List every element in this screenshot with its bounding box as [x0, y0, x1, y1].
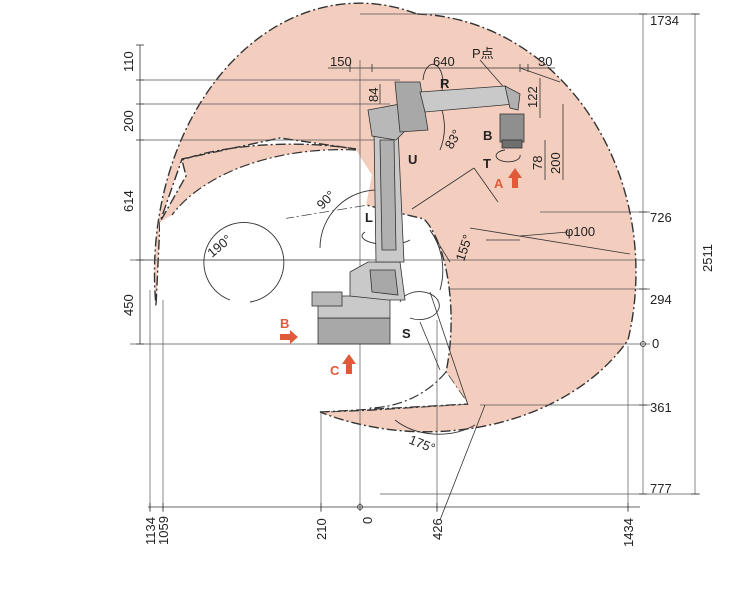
arrow-b — [280, 330, 298, 344]
dim-640: 640 — [433, 54, 455, 69]
work-envelope-area — [153, 2, 637, 433]
view-label-c: C — [330, 363, 340, 378]
axis-label-r: R — [440, 76, 450, 91]
axis-label-s: S — [402, 326, 411, 341]
arrow-c — [342, 354, 356, 374]
dimension-ticks — [136, 13, 699, 511]
envelope-lower-edge — [319, 371, 469, 413]
view-label-b: B — [280, 316, 289, 331]
angle-175: 175° — [407, 432, 438, 456]
origin-marker-bottom — [357, 504, 363, 510]
dim-2511: 2511 — [700, 244, 715, 272]
dim-1734: 1734 — [650, 13, 679, 28]
dim-78: 78 — [530, 156, 545, 170]
view-arrows — [280, 168, 522, 374]
dim-777: 777 — [650, 481, 672, 496]
robot-arm — [311, 81, 525, 345]
envelope-lower-cutout — [320, 372, 468, 412]
dim-210: 210 — [314, 518, 329, 540]
dim-110: 110 — [121, 51, 136, 72]
dim-122: 122 — [525, 86, 540, 108]
label-p-point: P点 — [472, 46, 494, 61]
dim-1059: 1059 — [156, 516, 171, 545]
origin-marker — [640, 341, 646, 347]
axis-label-t: T — [483, 156, 491, 171]
dim-450: 450 — [121, 294, 136, 316]
view-label-a: A — [494, 176, 504, 191]
dim-phi100: φ100 — [565, 224, 595, 239]
dim-150: 150 — [330, 54, 352, 69]
envelope-inner-cutout — [160, 149, 372, 310]
arrow-a — [508, 168, 522, 188]
axis-label-b: B — [483, 128, 492, 143]
axis-label-u: U — [408, 152, 417, 167]
robot-upper-arm-housing — [394, 81, 429, 133]
dim-84: 84 — [366, 88, 381, 102]
dim-361: 361 — [650, 400, 672, 415]
envelope-inner-edge — [171, 149, 357, 216]
dim-1434: 1434 — [621, 518, 636, 547]
dim-1134: 1134 — [143, 517, 158, 545]
dim-614: 614 — [121, 190, 136, 212]
robot-base — [317, 317, 391, 345]
dim-726: 726 — [650, 210, 672, 225]
axis-label-l: L — [365, 210, 373, 225]
dim-30: 30 — [538, 54, 552, 69]
dim-0-right: 0 — [652, 336, 659, 351]
dim-0-bottom: 0 — [360, 517, 375, 524]
robot-wrist — [499, 113, 525, 143]
dim-200: 200 — [121, 110, 136, 132]
dim-200-inner: 200 — [548, 152, 563, 174]
dim-294: 294 — [650, 292, 672, 307]
dim-426: 426 — [430, 518, 445, 540]
